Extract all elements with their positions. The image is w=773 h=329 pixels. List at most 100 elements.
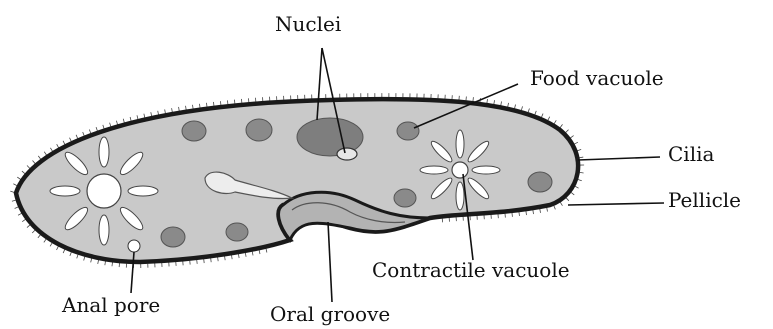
cilium — [17, 177, 20, 179]
food-vacuole — [161, 227, 185, 247]
cilium — [574, 142, 578, 144]
food-vacuole — [528, 172, 552, 192]
label-pellicle: Pellicle — [668, 190, 741, 210]
cilium — [110, 123, 111, 127]
leader-cilia — [578, 157, 660, 160]
cilium — [225, 256, 226, 260]
cilium — [577, 149, 581, 150]
cilium — [38, 235, 41, 238]
cilium — [123, 119, 124, 123]
food-vacuole — [394, 189, 416, 207]
cilium — [526, 211, 527, 215]
label-nuclei: Nuclei — [275, 14, 341, 34]
cilium — [83, 132, 84, 136]
cilium — [112, 262, 113, 266]
cilium — [63, 249, 65, 253]
label-contractile-vacuole: Contractile vacuole — [372, 260, 570, 280]
cilium — [91, 258, 92, 262]
cilium — [15, 207, 19, 209]
cilium — [259, 250, 260, 254]
cilium — [218, 257, 219, 261]
cilium — [13, 184, 17, 186]
food-vacuole — [246, 119, 272, 141]
cilium — [252, 252, 253, 256]
cilium — [547, 208, 548, 212]
radiating-canal — [456, 130, 464, 158]
cilium — [130, 117, 131, 121]
cilium — [50, 148, 52, 151]
cilium — [487, 99, 488, 103]
cilium — [32, 230, 35, 233]
cilium — [98, 260, 99, 264]
cilium — [44, 239, 46, 242]
micronucleus — [337, 148, 357, 160]
cilium — [70, 138, 72, 142]
cilium — [57, 144, 59, 148]
radiating-canal — [99, 137, 109, 167]
contractile-vacuole-left — [50, 137, 158, 245]
cilium — [116, 121, 117, 125]
cilium — [554, 120, 556, 123]
cilium — [199, 104, 200, 108]
cilium — [548, 117, 550, 121]
cilium — [172, 108, 173, 112]
cilium — [96, 127, 97, 131]
cilium — [494, 100, 495, 104]
radiating-canal — [50, 186, 80, 196]
radiating-canal — [456, 182, 464, 210]
cilium — [515, 105, 516, 109]
cilium — [245, 253, 246, 257]
cilium — [27, 225, 30, 228]
cilium — [44, 152, 46, 155]
cilium — [232, 255, 233, 259]
cilium — [571, 192, 574, 194]
cilium — [27, 166, 30, 169]
radiating-canal — [472, 166, 500, 174]
cilium — [70, 252, 71, 256]
cilium — [528, 108, 529, 112]
cilium — [541, 114, 543, 118]
cilium — [179, 107, 180, 111]
cilium — [165, 109, 166, 113]
food-vacuole — [182, 121, 206, 141]
cilium — [535, 111, 536, 115]
label-food-vacuole: Food vacuole — [530, 68, 664, 88]
cilium — [84, 257, 85, 261]
cilium — [103, 125, 104, 129]
label-anal-pore: Anal pore — [62, 295, 160, 315]
label-oral-groove: Oral groove — [270, 304, 390, 324]
radiating-canal — [420, 166, 448, 174]
cilium — [33, 160, 36, 163]
cilium — [521, 106, 522, 110]
vacuole-center — [87, 174, 121, 208]
cilium — [63, 141, 65, 145]
cilium — [18, 213, 21, 215]
cilium — [151, 112, 152, 116]
cilium — [50, 243, 52, 246]
cilium — [560, 202, 562, 205]
cilium — [578, 180, 582, 181]
cilium — [158, 111, 159, 115]
radiating-canal — [99, 215, 109, 245]
cilium — [105, 261, 106, 265]
cilium — [57, 246, 59, 250]
cilium — [77, 255, 78, 259]
leader-pellicle — [568, 203, 664, 205]
leader-oral-groove — [328, 222, 332, 302]
cilium — [533, 210, 534, 214]
cilium — [566, 130, 569, 133]
cilium — [10, 191, 14, 192]
cilium — [238, 254, 239, 258]
cilium — [186, 106, 187, 110]
cilium — [144, 114, 145, 118]
contractile-vacuole-right — [420, 130, 500, 210]
cilium — [12, 200, 16, 201]
cilium — [560, 124, 562, 127]
vacuole-center — [452, 162, 468, 178]
cilium — [38, 156, 40, 159]
cilium — [579, 157, 583, 158]
cilium — [580, 172, 584, 173]
anal-pore — [128, 240, 140, 252]
cilium — [540, 209, 541, 213]
